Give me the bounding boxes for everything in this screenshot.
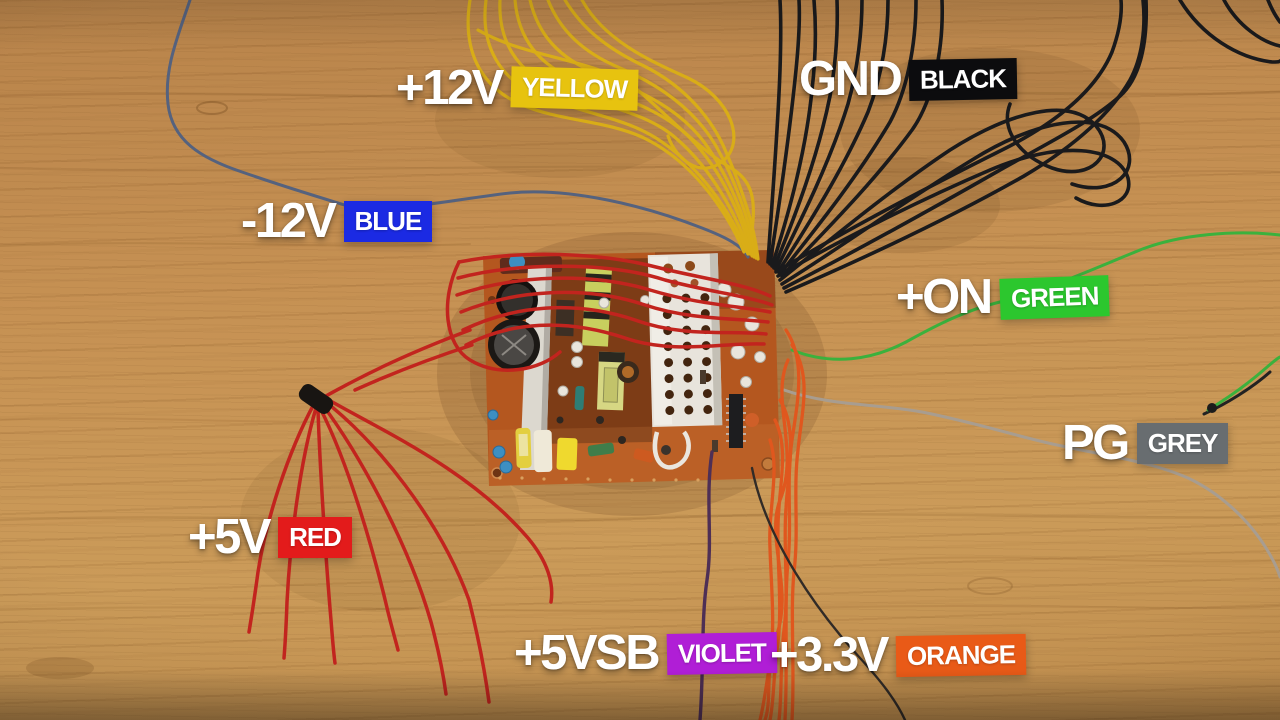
color-badge-orange: ORANGE [895,633,1027,678]
voltage-text-plus5v: +5V [188,510,272,564]
grey-wire [782,388,1280,579]
badge-text: RED [289,522,342,552]
voltage-text-plus3_3v: +3.3V [770,628,889,682]
voltage-text-plus5vsb: +5VSB [514,626,661,680]
blue-capacitors [487,409,513,474]
label-plus3_3v: +3.3V ORANGE [770,628,1027,682]
pcb-components [487,253,766,474]
badge-text: ORANGE [906,639,1016,671]
badge-text: GREEN [1010,280,1099,314]
label-plus12v: +12V YELLOW [396,61,639,115]
color-badge-violet: VIOLET [666,632,778,675]
white-jumper-wire [652,430,691,470]
blue-capacitor [509,254,525,270]
tape-wrap [298,384,334,414]
color-badge-yellow: YELLOW [510,66,639,111]
wood-grain [0,90,1280,679]
solder-pads [498,476,700,482]
voltage-text-on: +ON [896,270,993,324]
green-component [587,442,615,457]
black-wires [766,0,1280,294]
yellow-capacitor [556,437,578,471]
voltage-text-gnd: GND [799,52,903,106]
ic-chip [726,394,746,448]
orange-wires [758,328,806,720]
badge-text: BLACK [920,63,1007,95]
voltage-text-plus12v: +12V [396,61,504,115]
label-plus5v: +5V RED [188,513,352,562]
label-gnd: GND BLACK [799,52,1018,106]
voltage-text-pg: PG [1062,416,1130,470]
color-badge-red: RED [278,517,352,558]
thin-dark-wire [750,466,907,720]
teal-resistor [574,385,585,411]
red-wires [247,252,774,704]
color-badge-black: BLACK [909,58,1018,101]
mounting-hole [491,467,503,479]
yellow-wires [466,0,760,261]
color-badge-grey: GREY [1136,423,1229,464]
color-badge-green: GREEN [998,275,1110,320]
badge-text: YELLOW [521,71,628,105]
badge-text: GREY [1147,428,1219,458]
label-minus12v: -12V BLUE [241,194,433,248]
disc-capacitor [745,413,759,427]
orange-component [633,448,655,463]
label-on: +ON GREEN [896,270,1110,324]
dark-component [555,299,575,337]
label-plus5vsb: +5VSB VIOLET [514,626,778,680]
color-badge-blue: BLUE [343,201,433,242]
label-pg: PG GREY [1062,416,1229,470]
badge-text: VIOLET [677,637,767,669]
transformer-small [596,351,626,411]
voltage-text-minus12v: -12V [241,194,337,248]
green-black-twist [1202,355,1280,416]
white-capacitor [533,429,553,473]
badge-text: BLUE [354,206,423,236]
small-parts [556,370,718,455]
